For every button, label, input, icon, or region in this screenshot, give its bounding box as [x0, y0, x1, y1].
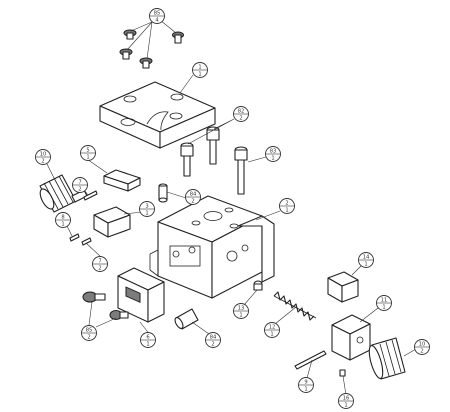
callout-quantity: 1 — [270, 332, 273, 338]
callout-7-upper: 7 2 — [72, 177, 88, 193]
callout-quantity: 1 — [86, 155, 89, 161]
callout-83: 83 1 — [265, 146, 281, 162]
callout-quantity: 1 — [271, 156, 274, 162]
callout-11: 11 1 — [376, 295, 392, 311]
small-block-5 — [103, 169, 141, 192]
callout-part-number: 7 — [98, 259, 101, 265]
callout-quantity: 1 — [304, 387, 307, 393]
callout-part-number: 2 — [285, 201, 288, 207]
top-plate — [99, 81, 216, 149]
callout-part-number: 9 — [304, 380, 307, 386]
callout-84-lower: 84 2 — [205, 332, 221, 348]
callouts: 85 4 1 1 82 2 83 1 10 2 5 1 — [35, 8, 430, 409]
callout-quantity: 1 — [364, 262, 367, 268]
callout-quantity: 1 — [198, 72, 201, 78]
bolt-83 — [234, 146, 248, 195]
callout-quantity: 1 — [146, 342, 149, 348]
dowel-pin-84-lower — [174, 308, 199, 330]
callout-quantity: 4 — [155, 18, 159, 24]
callout-quantity: 2 — [211, 342, 214, 348]
screw-1 — [123, 29, 137, 40]
leader-lines — [46, 19, 417, 396]
callout-1: 1 1 — [192, 62, 208, 78]
callout-quantity: 2 — [87, 335, 90, 341]
callout-quantity: 1 — [145, 211, 148, 217]
cylinder-13 — [253, 280, 263, 291]
block-11 — [331, 314, 371, 361]
callout-16: 16 1 — [338, 393, 354, 409]
callout-part-number: 10 — [419, 342, 426, 348]
callout-85-top: 85 4 — [149, 8, 165, 24]
pin-7-upper — [83, 190, 98, 201]
screw-group-lower — [82, 291, 129, 320]
pin-7-lower — [81, 237, 92, 246]
pin-8 — [69, 233, 80, 242]
callout-part-number: 16 — [343, 396, 350, 402]
callout-6: 6 1 — [140, 332, 156, 348]
callout-84-upper: 84 2 — [185, 189, 201, 205]
set-screw-16 — [339, 369, 346, 377]
long-pin-9 — [294, 350, 327, 370]
callout-part-number: 8 — [61, 215, 64, 221]
callout-part-number: 84 — [190, 192, 197, 198]
callout-2: 2 1 — [279, 198, 295, 214]
callout-quantity: 1 — [285, 208, 288, 214]
callout-8: 8 1 — [55, 212, 71, 228]
bolt-82-left — [180, 142, 194, 177]
spring-12 — [273, 291, 317, 321]
callout-5: 5 1 — [80, 145, 96, 161]
callout-part-number: 10 — [40, 152, 47, 158]
callout-part-number: 84 — [210, 335, 217, 341]
callout-part-number: 14 — [363, 255, 370, 261]
callout-12: 12 1 — [264, 322, 280, 338]
callout-part-number: 5 — [86, 148, 89, 154]
callout-part-number: 6 — [146, 335, 149, 341]
marked-plate-6 — [117, 267, 165, 323]
screw-group-top — [119, 29, 184, 69]
main-body — [149, 195, 275, 299]
callout-10-right: 10 2 — [414, 339, 430, 355]
knurled-pin-left — [39, 174, 88, 213]
callout-part-number: 7 — [78, 180, 81, 186]
screw-3 — [172, 31, 184, 44]
callout-part-number: 85 — [154, 11, 161, 17]
wedge-block-3 — [93, 206, 131, 238]
screw-2 — [119, 48, 133, 60]
cube-14 — [327, 271, 359, 303]
callout-quantity: 1 — [382, 305, 385, 311]
callout-quantity: 2 — [41, 159, 44, 165]
callout-part-number: 11 — [381, 298, 388, 304]
callout-quantity: 2 — [98, 266, 101, 272]
callout-quantity: 2 — [239, 116, 242, 122]
callout-10-left: 10 2 — [35, 149, 51, 165]
callout-85-lower: 85 2 — [81, 325, 97, 341]
screw-lower-1 — [82, 291, 106, 303]
callout-quantity: 1 — [344, 403, 347, 409]
callout-part-number: 3 — [145, 204, 148, 210]
knurled-pin-right — [368, 337, 406, 380]
callout-82: 82 2 — [233, 106, 249, 122]
callout-part-number: 1 — [198, 65, 201, 71]
callout-3: 3 1 — [139, 201, 155, 217]
callout-quantity: 2 — [191, 199, 194, 205]
screw-lower-2 — [109, 310, 129, 320]
callout-quantity: 2 — [78, 187, 81, 193]
callout-14: 14 1 — [358, 252, 374, 268]
callout-9: 9 1 — [298, 377, 314, 393]
callout-13: 13 1 — [233, 303, 249, 319]
callout-part-number: 13 — [238, 306, 245, 312]
callout-part-number: 85 — [86, 328, 93, 334]
callout-part-number: 12 — [269, 325, 276, 331]
callout-quantity: 1 — [239, 313, 242, 319]
screw-4 — [139, 57, 153, 69]
callout-part-number: 82 — [238, 109, 245, 115]
dowel-pin-84-upper — [158, 183, 168, 203]
callout-part-number: 83 — [270, 149, 277, 155]
callout-7-lower: 7 2 — [92, 256, 108, 272]
callout-quantity: 2 — [420, 349, 423, 355]
callout-quantity: 1 — [61, 222, 64, 228]
